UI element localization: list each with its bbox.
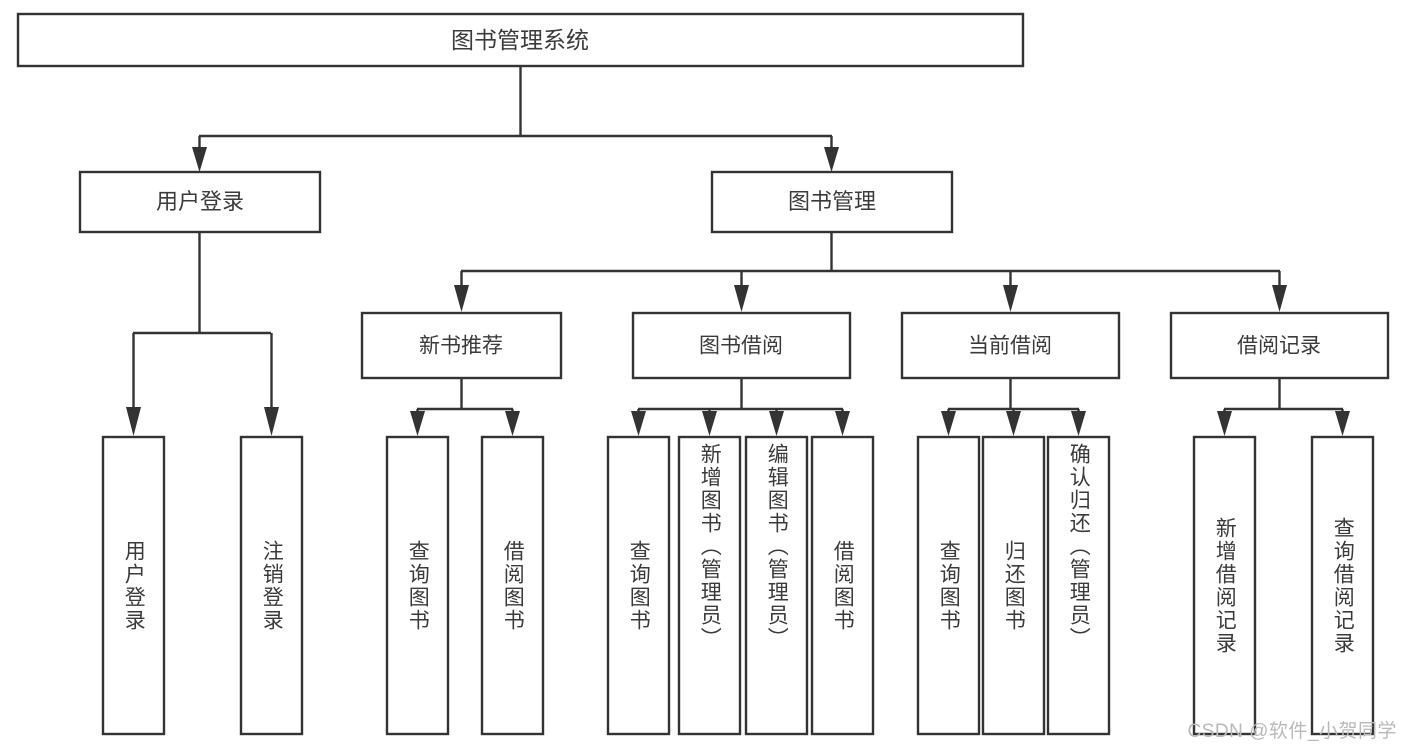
- arrow-head-record-leaf-1: [1217, 411, 1232, 436]
- node-book-management-label: 图书管理: [788, 189, 876, 214]
- node-user-login-box[interactable]: [78, 170, 322, 234]
- node-borrow-record-box[interactable]: [1169, 311, 1390, 380]
- leaf-box-record-add[interactable]: [1192, 435, 1257, 736]
- arrow-head-current: [1003, 285, 1018, 312]
- arrow-head-borrow-leaf-3: [769, 411, 784, 436]
- node-book-management[interactable]: 图书管理: [710, 170, 954, 234]
- arrow-head-current-leaf-3: [1071, 411, 1086, 436]
- arrow-head-newbook: [454, 285, 469, 312]
- leaf-box-borrow-query[interactable]: [606, 435, 671, 736]
- leaf-box-current-return[interactable]: [981, 435, 1046, 736]
- arrow-head-borrow-leaf-1: [631, 411, 646, 436]
- node-user-login-label: 用户登录: [156, 189, 244, 214]
- leaf-boxes-group: [101, 435, 1375, 736]
- leaf-box-current-query[interactable]: [916, 435, 981, 736]
- node-user-login[interactable]: 用户登录: [78, 170, 322, 234]
- csdn-watermark: CSDN @软件_小贺同学: [1187, 721, 1397, 742]
- arrow-head-newbook-leaf-1: [410, 411, 425, 436]
- arrow-head-login-leaf-1: [126, 407, 141, 436]
- leaf-box-borrow-lend[interactable]: [810, 435, 875, 736]
- node-book-borrow-box[interactable]: [631, 311, 852, 380]
- arrow-head-newbook-leaf-2: [505, 411, 520, 436]
- node-root-label: 图书管理系统: [451, 27, 589, 53]
- node-current-borrow-label: 当前借阅: [968, 335, 1052, 358]
- arrow-head-to-login: [192, 147, 207, 172]
- leaf-box-user-login[interactable]: [101, 435, 166, 736]
- node-borrow-record[interactable]: 借阅记录: [1169, 311, 1390, 380]
- arrow-head-borrow-leaf-4: [835, 411, 850, 436]
- arrow-head-current-leaf-2: [1006, 411, 1021, 436]
- node-new-book-recommend-box[interactable]: [360, 311, 563, 380]
- arrow-head-login-leaf-2: [264, 407, 279, 436]
- arrow-head-current-leaf-1: [941, 411, 956, 436]
- arrow-head-to-bookmgmt: [824, 147, 839, 172]
- leaf-box-current-confirm[interactable]: [1046, 435, 1111, 736]
- leaf-box-record-query[interactable]: [1310, 435, 1375, 736]
- arrow-head-borrow: [734, 285, 749, 312]
- node-book-management-box[interactable]: [710, 170, 954, 234]
- arrow-head-borrow-leaf-2: [702, 411, 717, 436]
- arrow-head-record-leaf-2: [1335, 411, 1350, 436]
- leaf-box-borrow-add[interactable]: [677, 435, 742, 736]
- leaf-box-borrow-edit[interactable]: [744, 435, 809, 736]
- node-book-borrow-label: 图书借阅: [699, 335, 783, 358]
- node-borrow-record-label: 借阅记录: [1237, 335, 1321, 358]
- node-current-borrow[interactable]: 当前借阅: [900, 311, 1121, 380]
- connectors-group: [126, 66, 1350, 436]
- arrow-head-record: [1272, 285, 1287, 312]
- leaf-box-newbook-borrow[interactable]: [480, 435, 545, 736]
- node-new-book-recommend[interactable]: 新书推荐: [360, 311, 563, 380]
- node-book-borrow[interactable]: 图书借阅: [631, 311, 852, 380]
- node-root-box[interactable]: [16, 12, 1025, 68]
- leaf-box-newbook-query[interactable]: [385, 435, 450, 736]
- node-root[interactable]: 图书管理系统: [16, 12, 1025, 68]
- node-current-borrow-box[interactable]: [900, 311, 1121, 380]
- leaf-box-logout[interactable]: [239, 435, 304, 736]
- node-new-book-recommend-label: 新书推荐: [419, 335, 503, 358]
